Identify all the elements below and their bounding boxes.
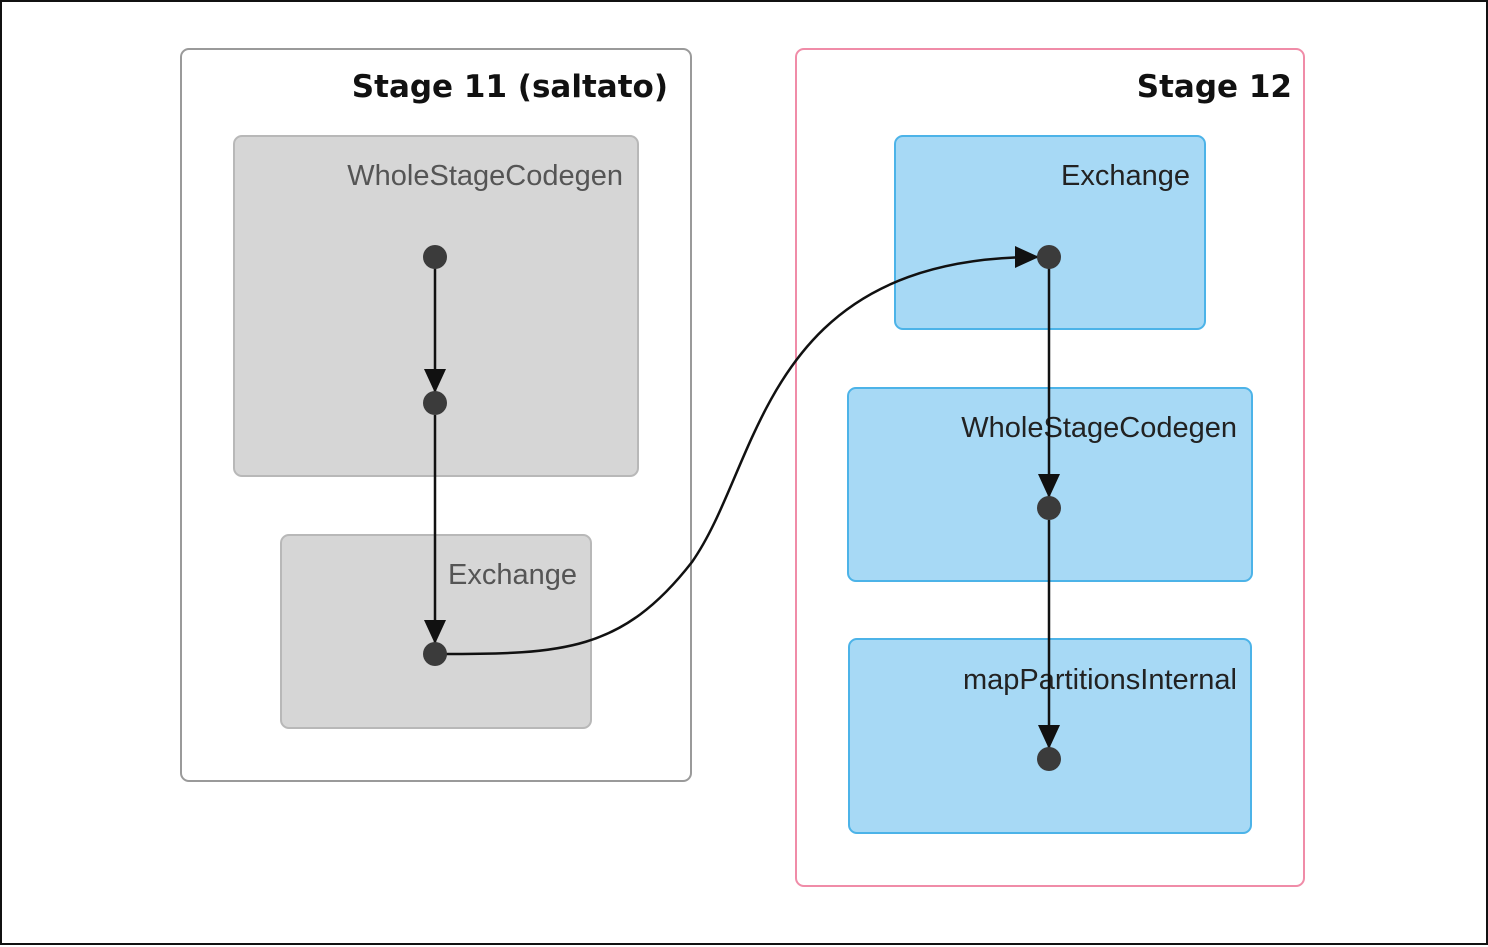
edges [424, 246, 1060, 749]
node[interactable] [1037, 245, 1061, 269]
stage-12-cluster-exchange[interactable]: Exchange [894, 135, 1206, 330]
stage-11-title: Stage 11 (saltato) [352, 69, 668, 105]
cluster-label: Exchange [448, 559, 577, 591]
node[interactable] [423, 245, 447, 269]
node[interactable] [1037, 496, 1061, 520]
edge-s11-to-s12 [441, 246, 1039, 656]
nodes [423, 245, 1061, 771]
stage-12-title: Stage 12 [1137, 69, 1292, 105]
cluster-label: Exchange [1061, 160, 1190, 192]
node[interactable] [1037, 747, 1061, 771]
node[interactable] [423, 391, 447, 415]
node[interactable] [423, 642, 447, 666]
cluster-label: WholeStageCodegen [347, 160, 623, 192]
cluster-label: mapPartitionsInternal [963, 664, 1237, 696]
cluster-label: WholeStageCodegen [961, 412, 1237, 444]
